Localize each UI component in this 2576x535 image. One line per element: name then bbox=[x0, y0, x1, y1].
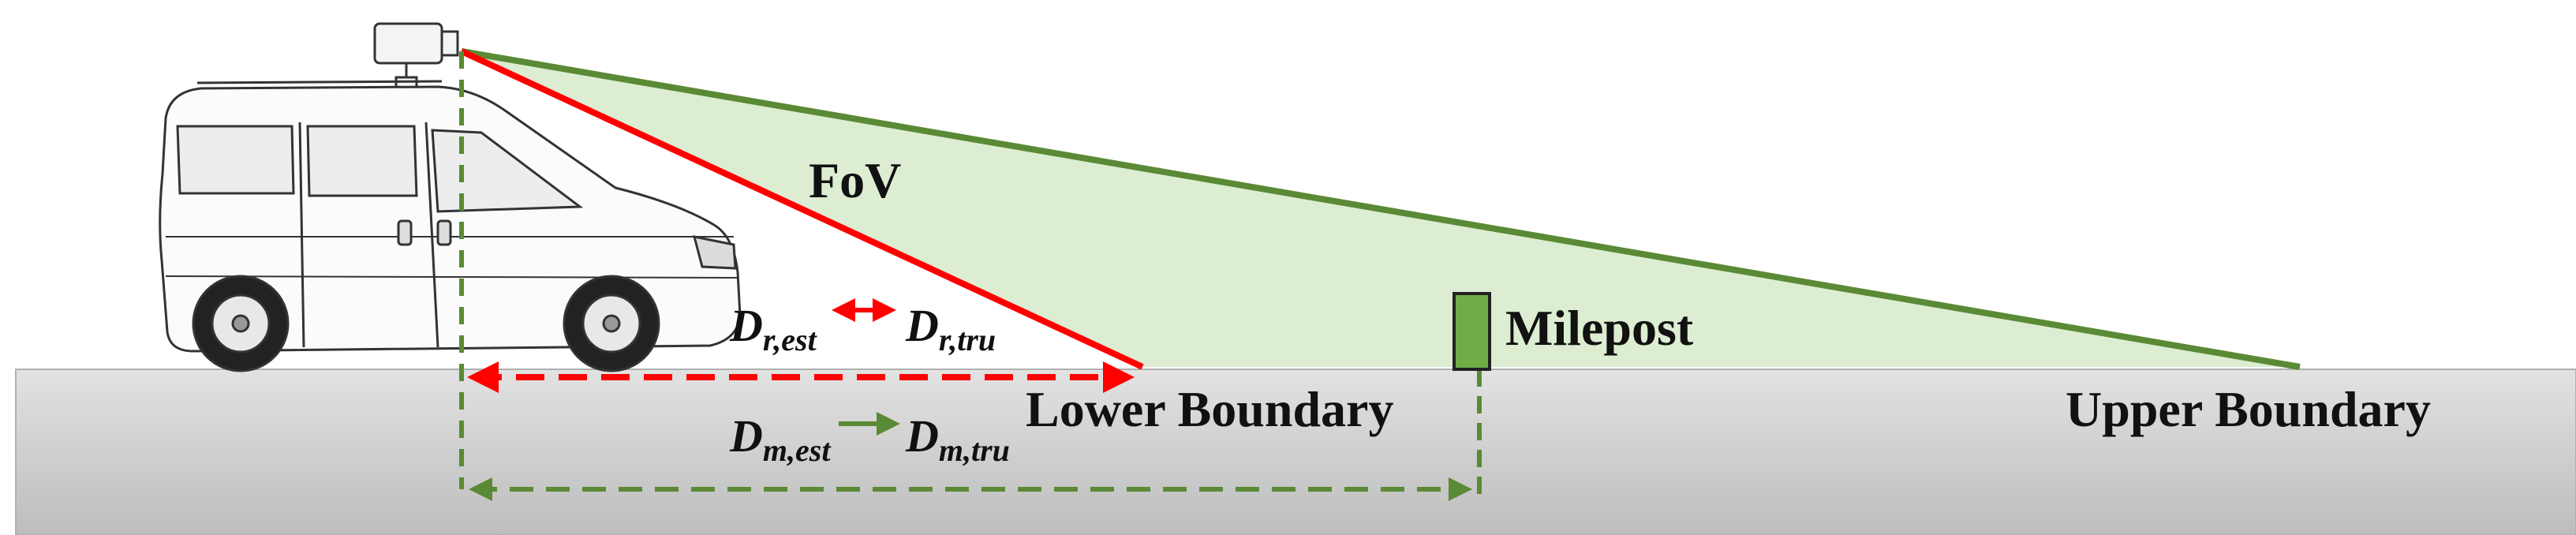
upper-boundary-label: Upper Boundary bbox=[2066, 381, 2431, 437]
lower-boundary-label: Lower Boundary bbox=[1026, 381, 1393, 437]
milepost-marker bbox=[1453, 292, 1491, 371]
dm-est-label: Dm,est bbox=[729, 410, 832, 468]
front-wheel bbox=[563, 275, 660, 372]
fov-lower-edge bbox=[460, 48, 1144, 370]
rear-wheel bbox=[192, 275, 290, 372]
dr-tru-label: Dr,tru bbox=[905, 300, 996, 357]
dr-est-label: Dr,est bbox=[729, 300, 818, 357]
fov-upper-edge bbox=[461, 48, 2301, 370]
survey-van bbox=[159, 22, 742, 372]
milepost-label: Milepost bbox=[1505, 300, 1694, 356]
dm-tru-label: Dm,tru bbox=[905, 410, 1010, 468]
fov-label: FoV bbox=[809, 152, 901, 208]
camera-icon bbox=[373, 22, 459, 90]
ground-plane bbox=[15, 369, 2576, 535]
